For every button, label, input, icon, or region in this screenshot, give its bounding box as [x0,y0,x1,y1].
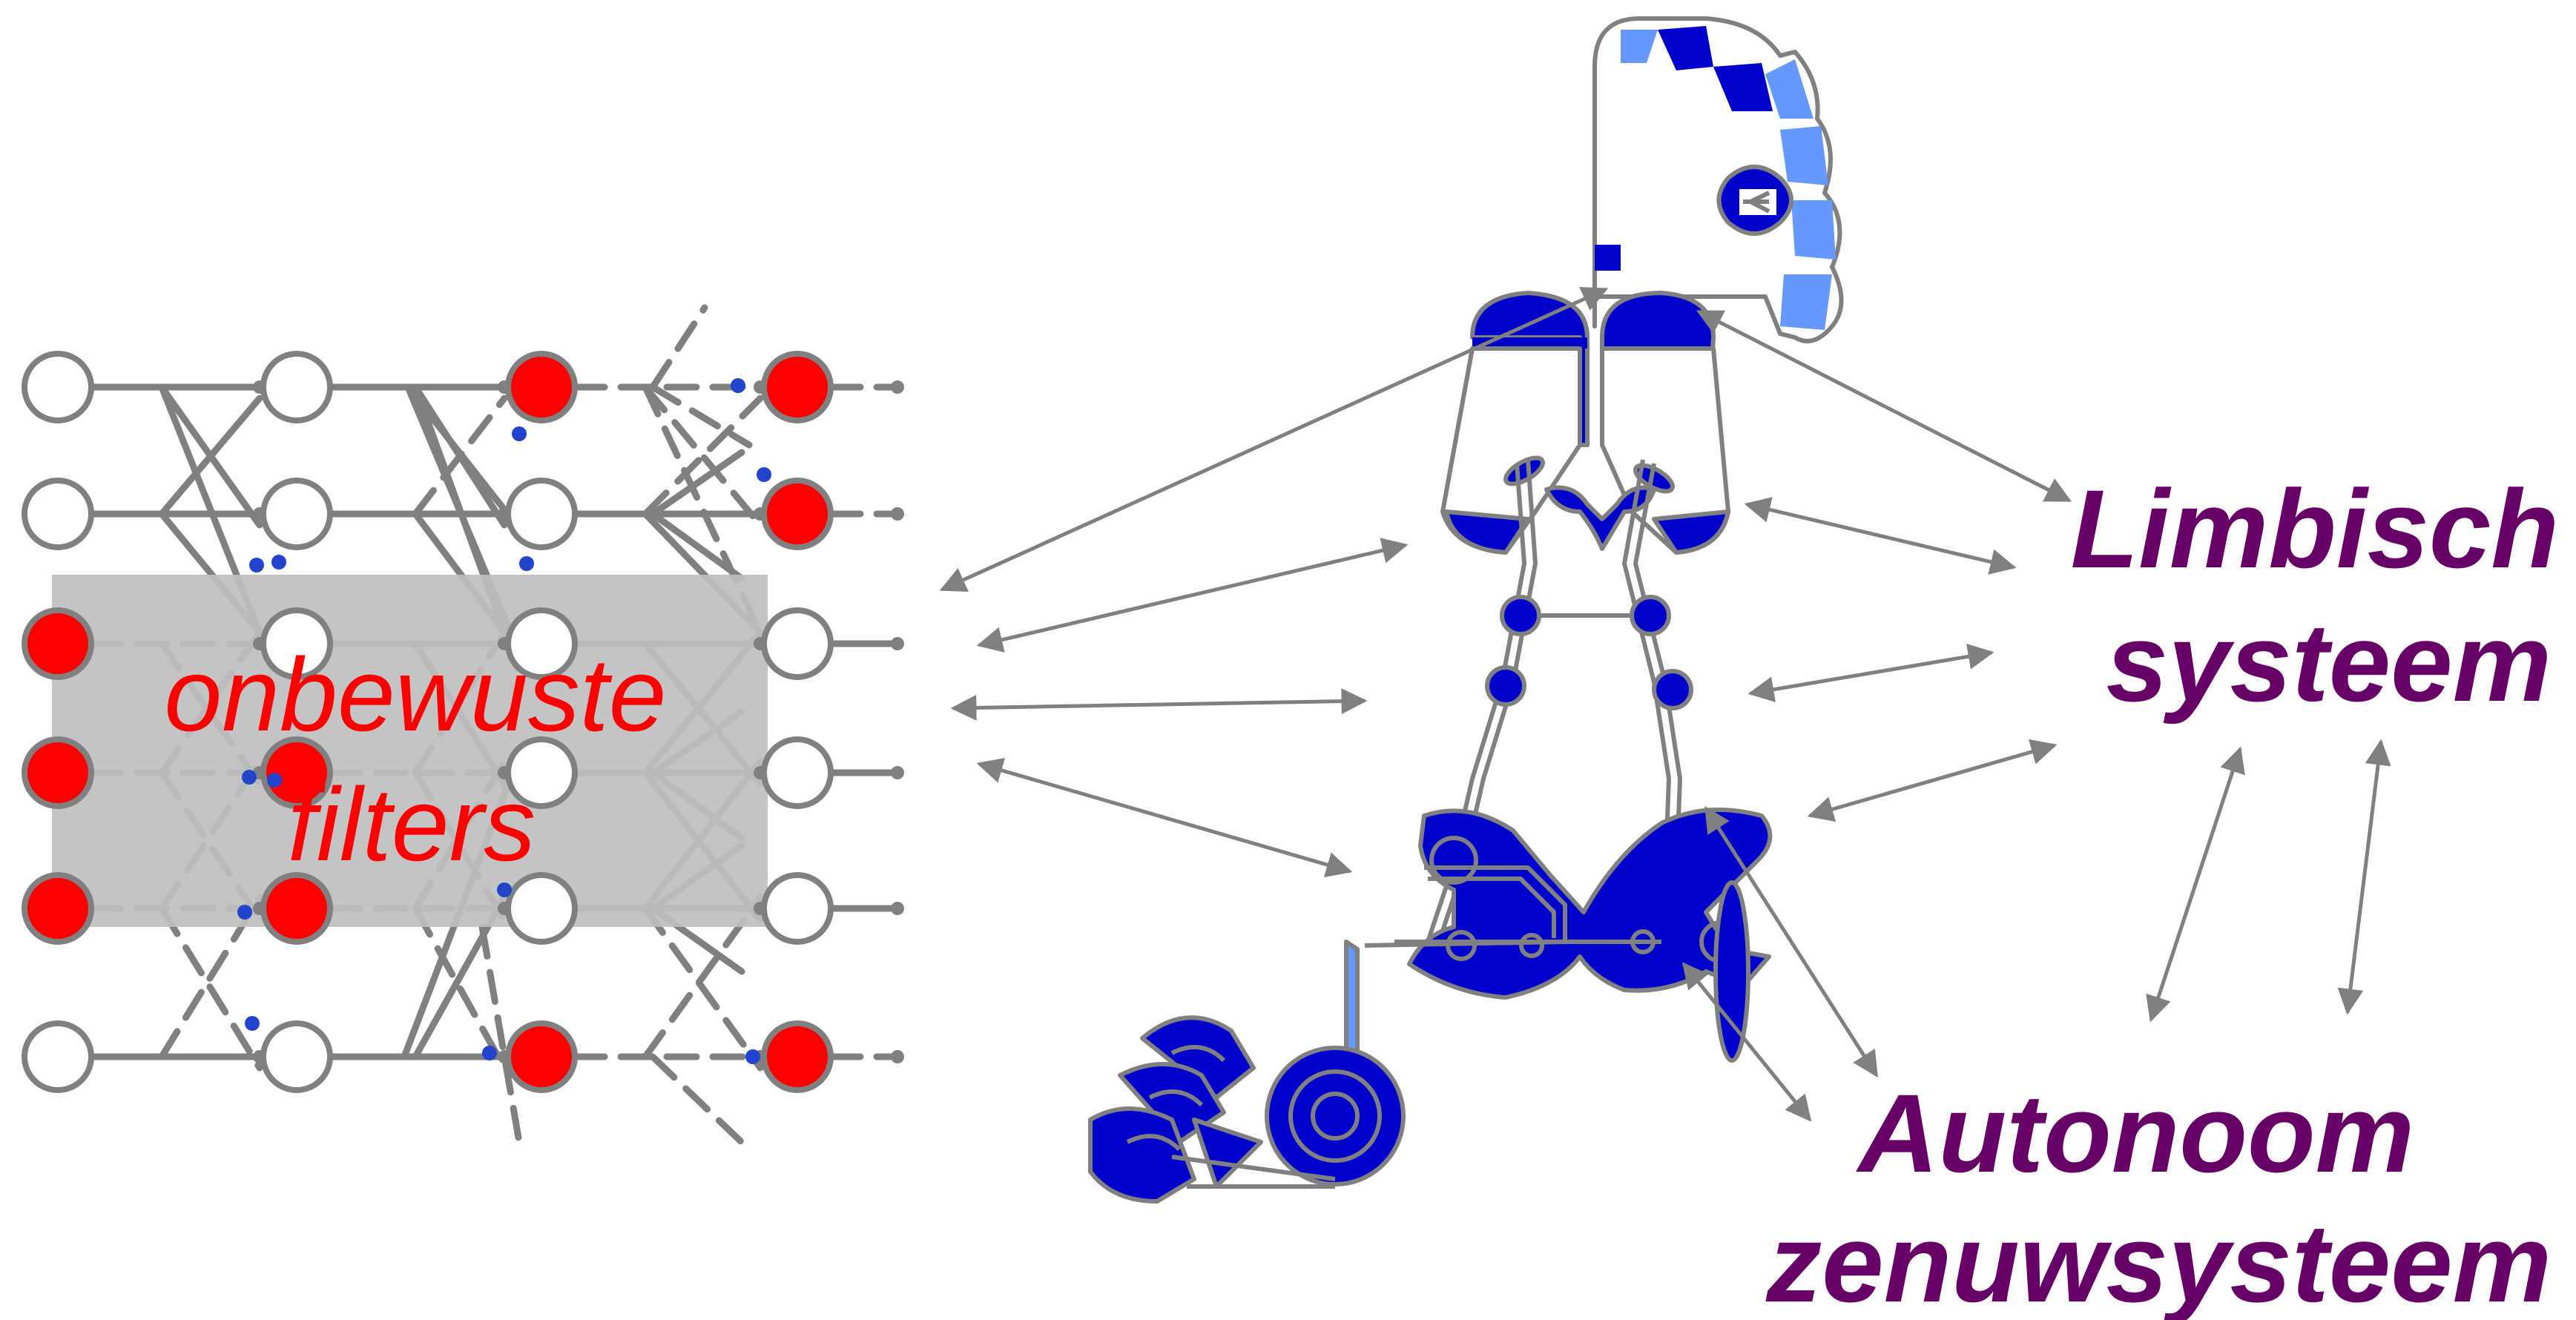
arrow-filter-to-abdomen [976,757,1353,878]
connection-end-dot [498,637,511,650]
synapse-dots [237,378,904,1064]
active-neuron-node [761,478,834,550]
arrow-limbic-to-chest [1744,497,2017,575]
active-neuron-node [505,1020,578,1093]
neuron-node [260,1020,333,1093]
arrow-limbic-to-head [1696,309,2072,503]
neural-network [22,304,904,1153]
limbic-label-line1: Limbisch [2071,466,2559,591]
connection-end-dot [498,380,511,394]
neuron-node [260,478,333,550]
neuron-node [761,607,834,680]
neuron-node [22,1020,94,1093]
branch-connection [478,923,523,1146]
neuron-node [260,351,333,423]
connection-end-dot [891,1050,904,1063]
connection-end-dot [253,637,266,650]
autonomic-label-line1: Autonoom [1855,1071,2414,1195]
abdominal-ganglia [1344,808,1773,1063]
arrow-filter-to-chest [976,538,1409,653]
diagonal-connection [158,905,263,1072]
synapse-dot [271,555,286,570]
connection-end-dot [498,902,511,915]
active-neuron-node [505,351,578,423]
connection-end-dot [754,902,767,915]
connection-end-dot [891,902,904,915]
filters-label-line1: onbewuste [164,636,666,753]
branch-connection [649,304,708,391]
filter-box [52,575,768,927]
synapse-dot [519,556,534,571]
diagonal-connection [642,383,764,636]
neuron-node [761,736,834,809]
connection-end-dot [891,766,904,779]
diagonal-connection [642,383,764,529]
limbic-label-line2: systeem [2106,600,2552,725]
branch-connection [404,383,515,523]
connection-end-dot [754,507,767,521]
neuron-node [505,478,578,550]
arrow-autonomic-to-organs-2 [1681,962,1812,1122]
synapse-dot [497,882,512,897]
arrow-limbic-to-abdomen [1807,739,2058,822]
neuron-node [761,872,834,945]
active-neuron-node [22,736,94,809]
autonomic-label-line2: zenuwsysteem [1765,1201,2552,1320]
neuron-node [22,478,94,550]
branch-connection [649,1053,753,1153]
active-neuron-node [761,1020,834,1093]
diagonal-connection [642,395,764,518]
synapse-dot [731,378,745,393]
connection-end-dot [754,637,767,650]
connection-end-dot [498,507,511,521]
synapse-dot [237,905,252,920]
synapse-dot [512,426,527,441]
connection-end-dot [253,1050,266,1063]
arrow-limbic-to-spine [1747,644,1994,702]
connection-end-dot [253,902,266,915]
neuron-node [505,872,578,945]
synapse-dot [245,1016,260,1031]
connection-end-dot [754,766,767,779]
branch-connection [649,383,753,449]
connection-end-dot [891,507,904,521]
connection-end-dot [498,1050,511,1063]
diagonal-connection [158,395,263,518]
synapse-dot [249,558,264,572]
connection-end-dot [498,766,511,779]
arrow-limbic-autonomic-1 [2146,746,2245,1023]
pelvic-organs [1088,949,1406,1204]
active-neuron-node [22,872,94,945]
connection-end-dot [891,380,904,394]
connection-end-dot [253,380,266,394]
synapse-dot [745,1049,760,1064]
branch-connection [649,510,745,582]
active-neuron-node [761,351,834,423]
branch-connection [649,449,745,518]
diagonal-connection [642,905,764,1072]
active-neuron-node [260,872,333,945]
connection-end-dot [754,380,767,394]
arrow-autonomic-to-organs-1 [1704,806,1879,1078]
filters-label-line2: filters [288,766,536,882]
arrow-filter-to-spine [950,688,1368,721]
synapse-dot [242,770,257,785]
active-neuron-node [22,607,94,680]
synapse-dot [267,773,282,788]
synapse-dot [757,467,771,482]
arrows [939,287,2391,1122]
connection-end-dot [253,507,266,521]
thorax [1440,291,1730,555]
arrow-limbic-autonomic-2 [2337,739,2391,1015]
neuron-node [22,351,94,423]
synapse-dot [482,1046,497,1060]
diagonal-connection [412,905,508,1072]
head [1592,16,1844,343]
connection-end-dot [891,637,904,650]
body-figure [1088,16,1844,1204]
